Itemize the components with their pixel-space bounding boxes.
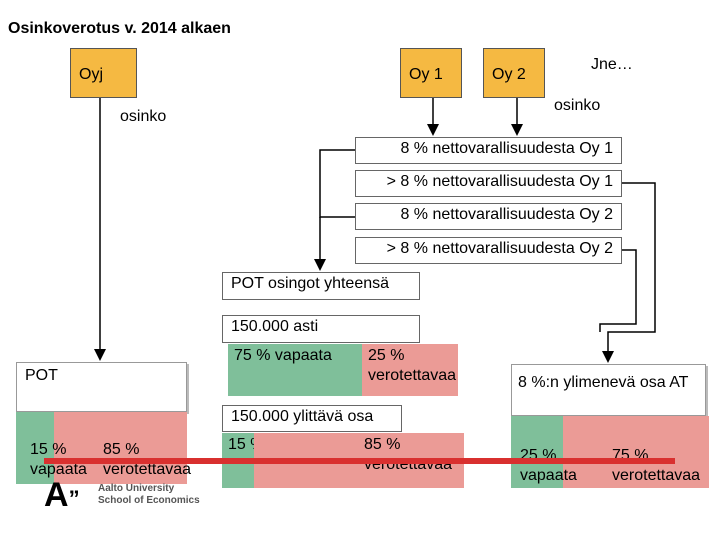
company-oyj-label: Oyj <box>79 66 103 83</box>
connector-row2-to-at <box>602 182 656 363</box>
page-title: Osinkoverotus v. 2014 alkaen <box>8 20 231 37</box>
at-taxable-cell <box>563 416 709 488</box>
etc-label: Jne… <box>591 56 633 73</box>
net-assets-row-4: > 8 % nettovarallisuudesta Oy 2 <box>355 237 622 264</box>
pot-taxable-cell <box>54 412 187 484</box>
up-to-150000-box: 150.000 asti <box>222 315 420 343</box>
logo-line-2: School of Economics <box>98 495 200 506</box>
logo-line-1: Aalto University <box>98 483 175 494</box>
connector-rows-to-pot <box>319 149 355 218</box>
dividend-label-left: osinko <box>120 108 167 125</box>
at-label: 8 %:n ylimenevä osa AT <box>518 374 689 391</box>
pot-taxable-pct: 85 % <box>103 441 140 458</box>
at-free-cell <box>511 416 563 488</box>
net-assets-row-2: > 8 % nettovarallisuudesta Oy 1 <box>355 170 622 197</box>
pot-free-word: vapaata <box>30 461 87 478</box>
up-to-free-cell: 75 % vapaata <box>228 344 362 396</box>
company-oyj-box: Oyj <box>70 48 137 98</box>
aalto-logo-icon: A” <box>44 476 80 514</box>
pot-label: POT <box>25 367 58 384</box>
company-oy1-box: Oy 1 <box>400 48 462 98</box>
over-150000-box: 150.000 ylittävä osa <box>222 405 402 432</box>
up-to-taxable-cell: 25 % verotettavaa <box>362 344 458 396</box>
pot-free-cell <box>16 412 54 484</box>
net-assets-row-1: 8 % nettovarallisuudesta Oy 1 <box>355 137 622 164</box>
connector-row4-to-at <box>599 249 637 332</box>
company-oy2-label: Oy 2 <box>492 66 526 83</box>
company-oy2-box: Oy 2 <box>483 48 545 98</box>
pot-total-box: POT osingot yhteensä <box>222 272 420 300</box>
at-box: 8 %:n ylimenevä osa AT <box>511 364 706 416</box>
pot-free-pct: 15 % <box>30 441 67 458</box>
logo-text: Aalto University School of Economics <box>98 483 200 507</box>
dividend-label-right: osinko <box>554 97 601 114</box>
net-assets-row-3: 8 % nettovarallisuudesta Oy 2 <box>355 203 622 230</box>
pot-box: POT <box>16 362 187 412</box>
company-oy1-label: Oy 1 <box>409 66 443 83</box>
pot-taxable-word: verotettavaa <box>103 461 192 478</box>
